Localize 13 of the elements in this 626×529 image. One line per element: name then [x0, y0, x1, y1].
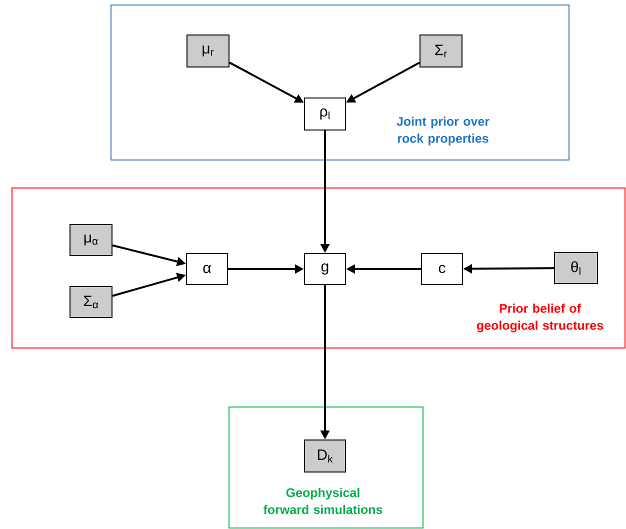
- variable-box: g: [304, 253, 346, 285]
- group-label: Geophysical forward simulations: [264, 488, 382, 514]
- group-label: Joint prior over rock properties: [396, 116, 490, 146]
- parameter-box: D$_{k}$: [304, 440, 346, 472]
- variable-box: α: [186, 253, 228, 285]
- variable-box: c: [421, 253, 463, 285]
- parameter-box: Σ$_{r}$: [420, 34, 462, 68]
- group-label: Prior belief of geological structures: [476, 304, 604, 332]
- parameter-box: μ$_{r}$: [186, 34, 230, 68]
- parameter-box: Σ$_{α}$: [70, 286, 112, 318]
- variable-box: ρ$_{l}$: [304, 98, 346, 130]
- parameter-box: θ$_{l}$: [554, 252, 598, 284]
- parameter-box: μ$_{α}$: [70, 224, 112, 256]
